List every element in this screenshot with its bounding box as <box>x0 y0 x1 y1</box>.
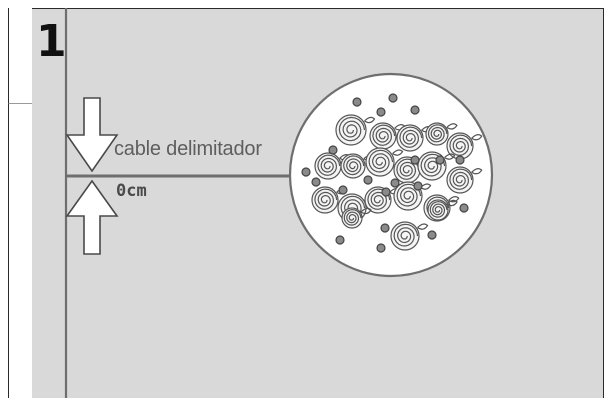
bud-mark <box>376 243 386 253</box>
rose-mark <box>369 122 406 150</box>
bud-mark <box>410 155 420 165</box>
bud-mark <box>435 155 445 165</box>
bud-mark <box>459 203 469 213</box>
rose-mark <box>335 114 376 146</box>
bud-mark <box>328 145 338 155</box>
bud-mark <box>455 155 465 165</box>
boundary-wire-label: cable delimitador <box>114 138 262 160</box>
bud-mark <box>413 181 423 191</box>
bud-mark <box>376 107 386 117</box>
bud-mark <box>381 187 391 197</box>
rose-mark <box>390 221 429 251</box>
flowerbed-icon <box>288 72 494 278</box>
bud-mark <box>390 178 400 188</box>
distance-label: 0cm <box>116 181 147 201</box>
rose-mark <box>425 122 458 146</box>
bud-mark <box>427 230 437 240</box>
rose-mark <box>341 207 372 229</box>
bud-mark <box>301 167 311 177</box>
bud-mark <box>335 235 345 245</box>
bud-mark <box>388 93 398 103</box>
bud-mark <box>338 185 348 195</box>
bud-mark <box>380 223 390 233</box>
bud-mark <box>363 175 373 185</box>
step-number: 1 <box>36 16 67 67</box>
bud-mark <box>410 105 420 115</box>
rose-mark <box>446 166 483 194</box>
bud-mark <box>352 97 362 107</box>
rose-mark <box>427 199 458 221</box>
down-arrow-icon <box>65 97 119 173</box>
step-tab <box>8 8 32 104</box>
bud-mark <box>311 177 321 187</box>
up-arrow-icon <box>65 179 119 255</box>
rose-mark <box>365 147 404 177</box>
rose-mark <box>311 186 348 214</box>
